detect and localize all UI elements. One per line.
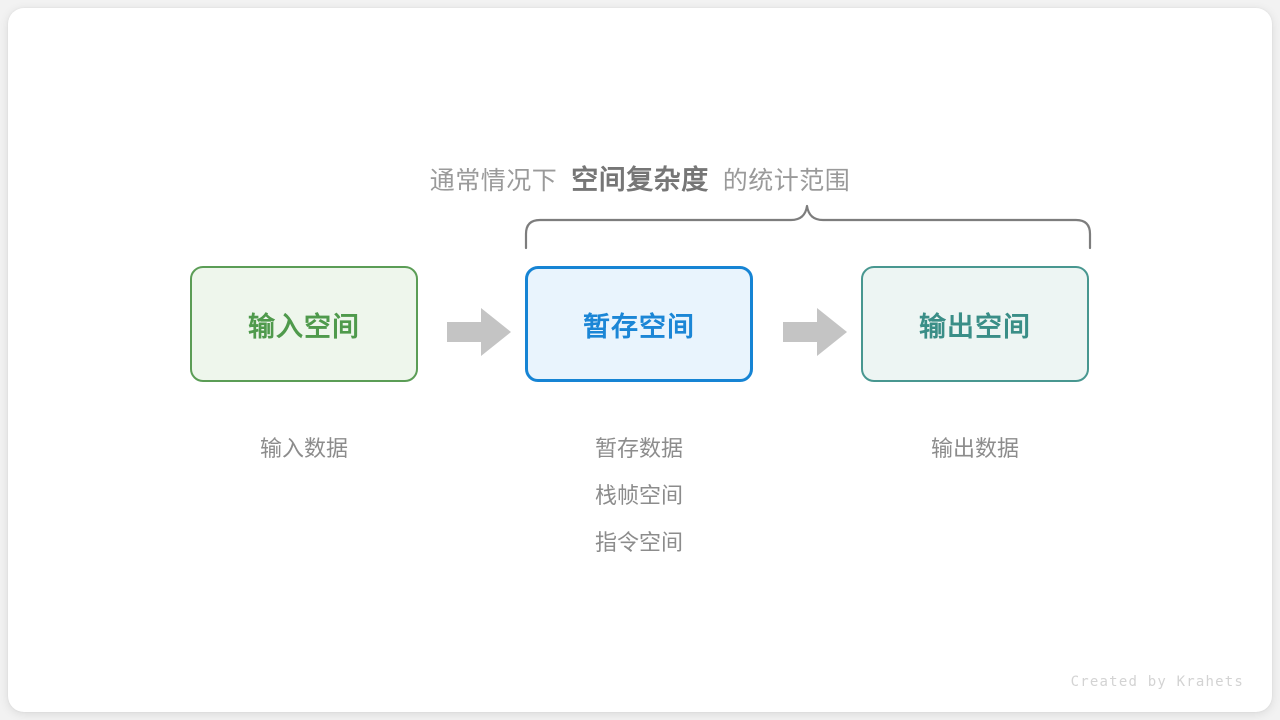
caption-output-space: 输出数据 — [825, 425, 1125, 472]
caption-line: 暂存数据 — [594, 436, 683, 461]
box-output-space-label: 输出空间 — [919, 311, 1031, 342]
heading-emphasis: 空间复杂度 — [571, 165, 709, 195]
heading-prefix: 通常情况下 — [429, 167, 558, 195]
box-input-space[interactable]: 输入空间 — [190, 266, 418, 382]
caption-input-space: 输入数据 — [154, 425, 454, 472]
credit-text: Created by Krahets — [1070, 674, 1244, 690]
caption-line: 栈帧空间 — [594, 483, 683, 508]
caption-temp-space: 暂存数据 栈帧空间 指令空间 — [489, 425, 789, 566]
caption-line: 输入数据 — [259, 436, 348, 461]
box-temp-space-label: 暂存空间 — [583, 311, 695, 342]
box-output-space[interactable]: 输出空间 — [861, 266, 1089, 382]
box-temp-space[interactable]: 暂存空间 — [525, 266, 753, 382]
arrow-right-icon — [447, 308, 511, 356]
diagram-card: 通常情况下 空间复杂度 的统计范围 输入空间 暂存空间 输出空间 输入数据 暂存… — [8, 8, 1272, 712]
box-input-space-label: 输入空间 — [248, 311, 360, 342]
arrow-right-icon — [783, 308, 847, 356]
heading-suffix: 的统计范围 — [722, 167, 851, 195]
caption-line: 输出数据 — [930, 436, 1019, 461]
caption-line: 指令空间 — [594, 530, 683, 555]
scope-heading: 通常情况下 空间复杂度 的统计范围 — [8, 158, 1272, 197]
